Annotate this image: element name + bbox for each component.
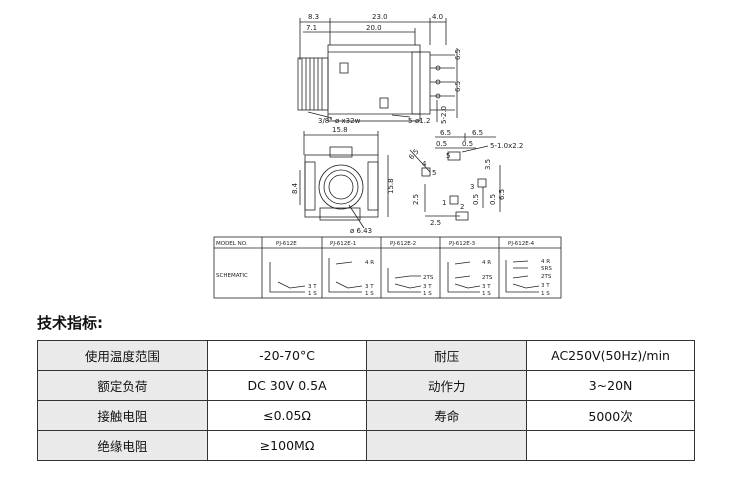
spec-key: 绝缘电阻 xyxy=(37,430,208,461)
schematic-pin: 2TS xyxy=(482,275,493,281)
model-table-text: MODEL NO. PJ-612E PJ-612E-1 PJ-612E-2 PJ… xyxy=(216,241,552,297)
model-header: PJ-612E-2 xyxy=(390,241,416,247)
front-view xyxy=(299,131,389,229)
dim-label: 0.5 xyxy=(489,194,497,205)
schematic-pin: 4 R xyxy=(482,260,491,266)
spec-table: 使用温度范围 -20-70°C 耐压 AC250V(50Hz)/min 额定负荷… xyxy=(37,340,695,461)
schematic-pin: 1 S xyxy=(308,291,317,297)
schematic-pin: 1 S xyxy=(541,291,550,297)
table-row: 额定负荷 DC 30V 0.5A 动作力 3~20N xyxy=(37,370,695,401)
table-row: 使用温度范围 -20-70°C 耐压 AC250V(50Hz)/min xyxy=(37,340,695,371)
table-row: 接触电阻 ≤0.05Ω 寿命 5000次 xyxy=(37,400,695,431)
pin-number: 2 xyxy=(460,203,464,211)
model-header: PJ-612E xyxy=(276,241,297,247)
model-header: MODEL NO. xyxy=(216,241,248,247)
dim-label: 0.5 xyxy=(472,194,480,205)
dim-label: ø 6.43 xyxy=(350,227,372,235)
model-header: PJ-612E-1 xyxy=(330,241,356,247)
spec-key: 接触电阻 xyxy=(37,400,208,431)
pin-number: 4 xyxy=(422,160,427,168)
dim-label: 15.8 xyxy=(387,178,395,194)
dim-label: 7.1 xyxy=(306,24,317,32)
model-header: PJ-612E-4 xyxy=(508,241,535,247)
dim-label: 5-ø1.2 xyxy=(408,117,430,125)
spec-value xyxy=(526,430,695,461)
schematic-pin: 3 T xyxy=(423,284,432,290)
spec-value: -20-70°C xyxy=(206,340,368,371)
spec-value: 5000次 xyxy=(526,400,695,431)
table-row: 绝缘电阻 ≥100MΩ xyxy=(37,430,695,461)
pin-number: 3 xyxy=(470,183,474,191)
dim-label: 5-2.0 xyxy=(440,106,448,124)
spec-key: 额定负荷 xyxy=(37,370,208,401)
spec-value: 3~20N xyxy=(526,370,695,401)
dim-label: 3/8"-ø x32w xyxy=(318,117,361,125)
pin-number: 1 xyxy=(442,199,446,207)
dim-label: 23.0 xyxy=(372,13,388,21)
spec-key xyxy=(366,430,528,461)
dim-label: 6.5 xyxy=(498,189,506,200)
schematic-pin: 3 T xyxy=(365,284,374,290)
dim-label: 2.5 xyxy=(412,194,420,205)
pin-number: 5 xyxy=(446,152,450,160)
spec-value: ≤0.05Ω xyxy=(206,400,368,431)
front-view-dims: 15.8 8.4 15.8 ø 6.43 xyxy=(291,126,395,235)
section-title: 技术指标: xyxy=(37,314,103,332)
spec-value: AC250V(50Hz)/min xyxy=(526,340,695,371)
pin-view-dims: 6.5 6.5 0.5 0.5 5-1.0x2.2 6.5 5 3.5 2.5 … xyxy=(407,129,523,227)
dim-label: 3.5 xyxy=(484,159,492,170)
dim-label: 6.5 xyxy=(454,49,462,60)
dim-label: 20.0 xyxy=(366,24,382,32)
spec-value: ≥100MΩ xyxy=(206,430,368,461)
dim-label: 4.0 xyxy=(432,13,443,21)
spec-key: 使用温度范围 xyxy=(37,340,208,371)
dim-label: 6.5 xyxy=(454,81,462,92)
dim-label: 8.3 xyxy=(308,13,319,21)
dim-label: 8.4 xyxy=(291,182,299,194)
model-table xyxy=(213,236,562,299)
dim-label: 6.5 xyxy=(472,129,483,137)
dim-label: 5-1.0x2.2 xyxy=(490,142,523,150)
dim-label: 5 xyxy=(432,169,436,177)
schematic-pin: 1 S xyxy=(365,291,374,297)
schematic-pin: 4 R xyxy=(365,260,374,266)
top-view-dims: 8.3 23.0 4.0 7.1 20.0 6.5 6.5 3/8"-ø x32… xyxy=(306,13,462,125)
pin-view xyxy=(409,133,501,221)
schematic-pin: 5RS xyxy=(541,266,552,272)
technical-drawing: 8.3 23.0 4.0 7.1 20.0 6.5 6.5 3/8"-ø x32… xyxy=(213,13,562,299)
schematic-pin: 2TS xyxy=(541,274,552,280)
dim-label: 0.5 xyxy=(462,140,473,148)
schematic-pin: 1 S xyxy=(482,291,491,297)
schematic-pin: 4 R xyxy=(541,259,550,265)
spec-key: 耐压 xyxy=(366,340,528,371)
dim-label: 2.5 xyxy=(430,219,441,227)
schematic-label: SCHEMATIC xyxy=(216,273,248,279)
top-view xyxy=(297,18,458,122)
spec-key: 寿命 xyxy=(366,400,528,431)
schematic-pin: 1 S xyxy=(423,291,432,297)
schematic-pin: 2TS xyxy=(423,275,434,281)
model-header: PJ-612E-3 xyxy=(449,241,476,247)
dim-label: 6.5 xyxy=(440,129,451,137)
dim-label: 0.5 xyxy=(436,140,447,148)
dim-label: 15.8 xyxy=(332,126,348,134)
spec-key: 动作力 xyxy=(366,370,528,401)
schematic-pin: 3 T xyxy=(541,283,550,289)
schematic-pin: 3 T xyxy=(308,284,317,290)
schematic-pin: 3 T xyxy=(482,284,491,290)
spec-value: DC 30V 0.5A xyxy=(206,370,368,401)
